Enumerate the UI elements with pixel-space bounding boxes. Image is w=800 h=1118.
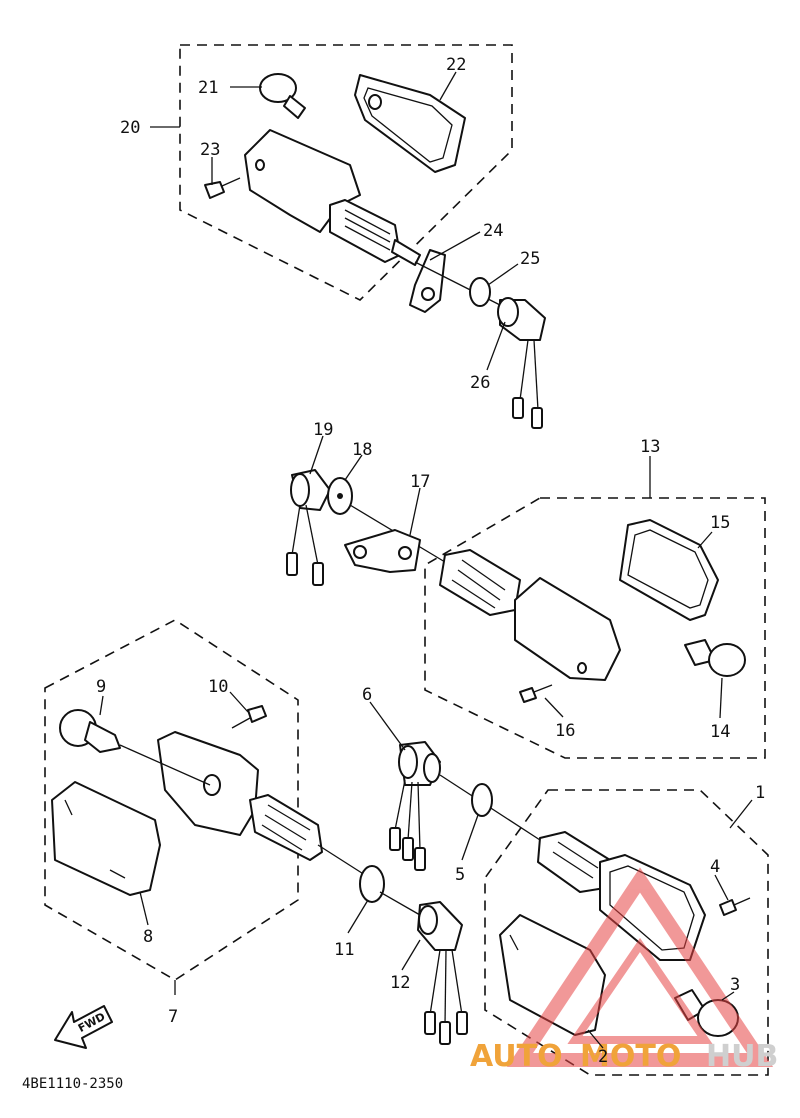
grommet-18 (327, 477, 353, 515)
grommet-6b (423, 753, 441, 783)
leader-lines (99, 71, 753, 1049)
callout-18: 18 (352, 440, 372, 460)
watermark-text-c: HUB (706, 1039, 778, 1074)
callout-1: 1 (755, 783, 765, 803)
watermark-logo (506, 867, 774, 1067)
callout-23: 23 (200, 140, 220, 160)
callout-15: 15 (710, 513, 730, 533)
housing-13 (439, 549, 621, 681)
assembly-7-outline (44, 619, 299, 981)
assembly-20-outline (179, 44, 513, 301)
assembly-13 (424, 497, 766, 759)
grommet-5 (471, 783, 493, 817)
callout-13: 13 (640, 437, 660, 457)
callout-7: 7 (168, 1007, 178, 1027)
lens-15 (619, 519, 719, 621)
grommet-11 (359, 865, 385, 903)
screw-4 (719, 897, 751, 916)
screw-10 (231, 705, 267, 729)
bracket-24 (409, 249, 501, 313)
bulb-3 (674, 989, 739, 1037)
socket-26 (497, 297, 546, 429)
housing-20 (244, 129, 421, 266)
watermark-text: AUTO MOTO HUB (470, 1039, 778, 1074)
watermark-text-a: AUTO (470, 1039, 563, 1074)
grommet-25 (469, 277, 491, 307)
callout-labels: 1 2 3 4 5 6 7 8 9 10 11 12 13 14 15 16 1… (96, 55, 765, 1067)
callout-10: 10 (208, 677, 228, 697)
callout-26: 26 (470, 373, 490, 393)
fwd-arrow-icon: FWD (54, 1005, 113, 1049)
callout-24: 24 (483, 221, 503, 241)
callout-12: 12 (390, 973, 410, 993)
part-code: 4BE1110-2350 (22, 1076, 123, 1092)
callout-5: 5 (455, 865, 465, 885)
callout-17: 17 (410, 472, 430, 492)
callout-14: 14 (710, 722, 730, 742)
assembly-1 (484, 789, 769, 1076)
callout-4: 4 (710, 857, 720, 877)
assembly-13-outline (424, 497, 766, 759)
screw-23 (204, 177, 241, 199)
callout-22: 22 (446, 55, 466, 75)
bracket-17 (344, 529, 421, 573)
callout-25: 25 (520, 249, 540, 269)
callout-6: 6 (362, 685, 372, 705)
bulb-21 (259, 73, 306, 119)
callout-3: 3 (730, 975, 740, 995)
screw-16 (519, 684, 553, 703)
socket-6 (389, 741, 441, 871)
assembly-7 (44, 619, 323, 981)
bulb-9 (59, 709, 121, 753)
assembly-20 (179, 44, 546, 429)
callout-21: 21 (198, 78, 218, 98)
callout-11: 11 (334, 940, 354, 960)
callout-9: 9 (96, 677, 106, 697)
watermark-text-b: MOTO (580, 1039, 681, 1074)
callout-2: 2 (598, 1047, 608, 1067)
lens-8 (51, 781, 161, 896)
callout-19: 19 (313, 420, 333, 440)
housing-7 (119, 731, 323, 861)
callout-16: 16 (555, 721, 575, 741)
bulb-14 (684, 639, 746, 677)
lens-22 (354, 74, 466, 173)
callout-20: 20 (120, 118, 140, 138)
callout-8: 8 (143, 927, 153, 947)
socket-19 (286, 469, 331, 586)
socket-12 (417, 901, 468, 1045)
